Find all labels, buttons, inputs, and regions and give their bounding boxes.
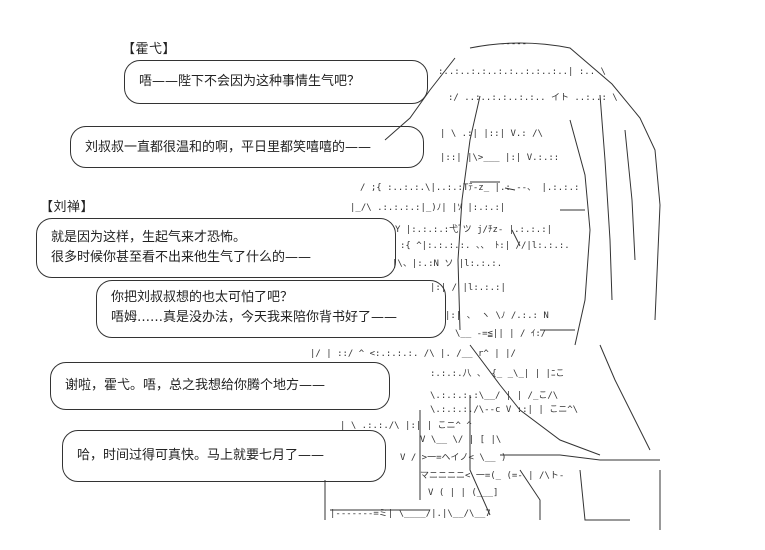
- dialogue-line: 唔姆……真是没办法，今天我来陪你背书好了——: [111, 310, 398, 325]
- collar-right: [599, 344, 651, 451]
- dialogue-line: 谢啦，霍弋。唔，总之我想给你腾个地方——: [65, 378, 326, 393]
- dialogue-line: 你把刘叔叔想的也太可怕了吧？: [111, 290, 294, 305]
- aa-glyphs: \__ -=≦|| | / ｲ:/: [455, 329, 546, 339]
- aa-glyphs: -----: [500, 39, 527, 49]
- speech-bubble-1: 唔——陛下不会因为这种事情生气吧？: [124, 60, 428, 104]
- dialogue-line: 哈，时间过得可真快。马上就要七月了——: [77, 448, 325, 463]
- dialogue-line: 就是因为这样，生起气来才恐怖。: [51, 230, 247, 245]
- aa-glyphs: |-------=ミ| \____/|.|\__/\__7: [330, 509, 491, 519]
- aa-glyphs: :/ ..:..:.:..:.:.. イト ..:..: \: [448, 93, 618, 103]
- speech-bubble-6: 哈，时间过得可真快。马上就要七月了——: [62, 430, 386, 482]
- hair-back-strand: [624, 129, 636, 261]
- dialogue-line: 刘叔叔一直都很温和的啊，平日里都笑嘻嘻的——: [85, 140, 372, 155]
- hair-right-strand: [599, 94, 613, 301]
- speech-bubble-2: 刘叔叔一直都很温和的啊，平日里都笑嘻嘻的——: [70, 126, 424, 168]
- aa-glyphs: |_/\ .:.:.:.:|_)ﾉ| |ｿ |:.:.:|: [350, 203, 505, 213]
- aa-glyphs: :..:..:.:..:.:..:.:..:..| :.. \: [438, 67, 606, 77]
- aa-glyphs: \.:.:.:.:\__/ | | /_こ/\: [430, 391, 558, 401]
- aa-glyphs: / ;{ :..:.:.\|..:.:Tﾃ-z_ |.: --、 |.:.:.:: [360, 182, 579, 193]
- dialogue-line: 很多时候你甚至看不出来他生气了什么的——: [51, 250, 312, 265]
- dialogue-line: 唔——陛下不会因为这种事情生气吧？: [139, 74, 361, 89]
- face-right-edge: [569, 119, 591, 346]
- aa-glyphs: | \ .:.:./\ |:| | こニ^ ^: [340, 421, 472, 431]
- aa-glyphs: V \__ \/ | [ |\: [420, 435, 501, 445]
- aa-glyphs: | \ .:| |::| V.: /\: [440, 129, 543, 139]
- hair-left-strand: [384, 57, 456, 141]
- aa-glyphs: \.:.:.:./\--c V ::| | こニ^\: [430, 405, 578, 415]
- body-fold-2: [579, 469, 630, 521]
- nose: [511, 229, 521, 247]
- aa-glyphs: |:| 、 ヽ \ﾉ /.:.: N: [445, 311, 549, 321]
- aa-glyphs: マニニニニ< 一=(_ (=- | /\ト-: [420, 471, 564, 481]
- aa-glyphs: :.:.:.八 、 {_ _\_| | |ﾆこ: [430, 369, 564, 379]
- aa-glyphs: |/ | ::/ ^ <:.:.:.:. /\ |. /__ r^ | |/: [310, 349, 516, 359]
- body-left: [419, 395, 491, 516]
- shoulder-line: [500, 454, 660, 461]
- hair-outline: [469, 42, 661, 321]
- aa-glyphs: :{ ^|:.:.:.:. 、、 ﾄ:| //|l:.:.:.: [400, 241, 570, 251]
- speaker-name-huoge: 【霍弋】: [122, 42, 177, 57]
- aa-glyphs: |:| / |l:.:.:|: [430, 283, 506, 293]
- aa-glyphs: Y |:.:.:.:弋ﾞツ j/ﾁz- |.:.:.:|: [395, 223, 552, 235]
- face-left-edge: [457, 95, 481, 331]
- left-eye: [470, 181, 516, 191]
- aa-glyphs: V / >一=ヘイノ< \__ ): [400, 453, 506, 463]
- speech-bubble-4: 你把刘叔叔想的也太可怕了吧？ 唔姆……真是没办法，今天我来陪你背书好了——: [96, 280, 446, 338]
- body-fold: [519, 469, 541, 520]
- speech-bubble-5: 谢啦，霍弋。唔，总之我想给你腾个地方——: [50, 362, 390, 410]
- aa-glyphs: |\、|:.:N ソ |l:.:.:.: [392, 259, 502, 269]
- aa-glyphs: |::| |\>___ |:| V.:.::: [440, 153, 559, 163]
- aa-glyphs: V ( | | (___]: [428, 488, 498, 498]
- speaker-name-liushan: 【刘禅】: [40, 200, 95, 215]
- speech-bubble-3: 就是因为这样，生起气来才恐怖。 很多时候你甚至看不出来他生气了什么的——: [36, 218, 396, 278]
- collar-left: [469, 344, 601, 456]
